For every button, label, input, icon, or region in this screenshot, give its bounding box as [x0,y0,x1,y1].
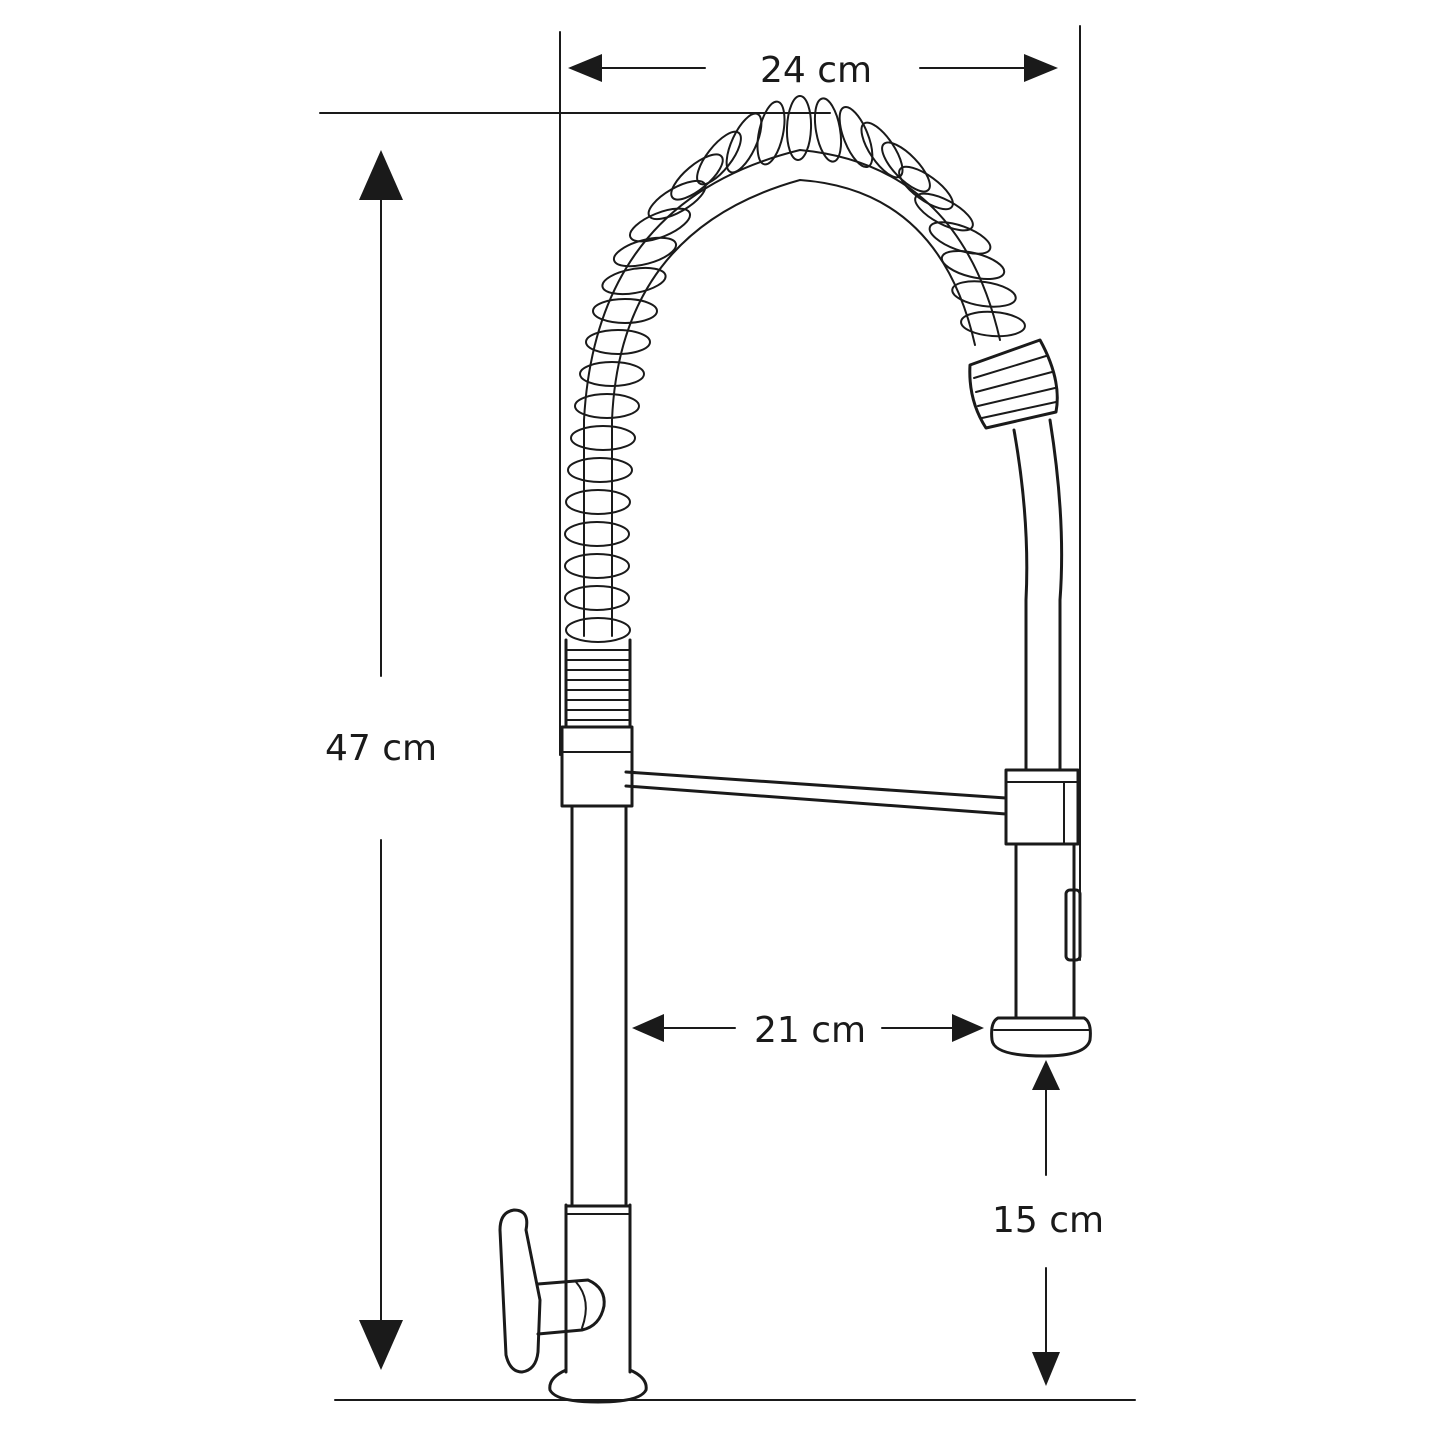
faucet-base [548,1368,648,1404]
faucet-illustration [498,95,1092,1404]
arrow-up-icon [359,150,403,200]
lever-hub [536,1278,606,1336]
spray-nozzle [990,1016,1092,1058]
spray-button [1064,888,1082,962]
spray-collar [968,338,1059,430]
arrow-down-icon [1032,1352,1060,1386]
height-total-label: 47 cm [325,728,437,769]
mid-block [560,725,634,808]
dimension-spout-clearance: 15 cm [992,1060,1104,1386]
dimension-width-top: 24 cm [568,50,1058,91]
support-bar [624,770,1008,816]
spray-head [990,842,1092,1058]
spray-holder [1004,768,1080,846]
spring-base [564,638,632,729]
arrow-down-icon [359,1320,403,1370]
dimension-spout-reach: 21 cm [632,1010,984,1051]
arrow-left-icon [568,54,602,82]
arrow-left-icon [632,1014,664,1042]
spring-coil [564,95,1026,643]
dimension-height-total: 47 cm [325,150,437,1370]
spout-clearance-label: 15 cm [992,1200,1104,1241]
arrow-up-icon [1032,1060,1060,1090]
arrow-right-icon [952,1014,984,1042]
width-top-label: 24 cm [760,50,872,91]
lever-handle [498,1208,542,1374]
spray-hose [1012,428,1029,772]
arrow-right-icon [1024,54,1058,82]
spout-reach-label: 21 cm [754,1010,866,1051]
reference-lines [319,25,1136,1401]
